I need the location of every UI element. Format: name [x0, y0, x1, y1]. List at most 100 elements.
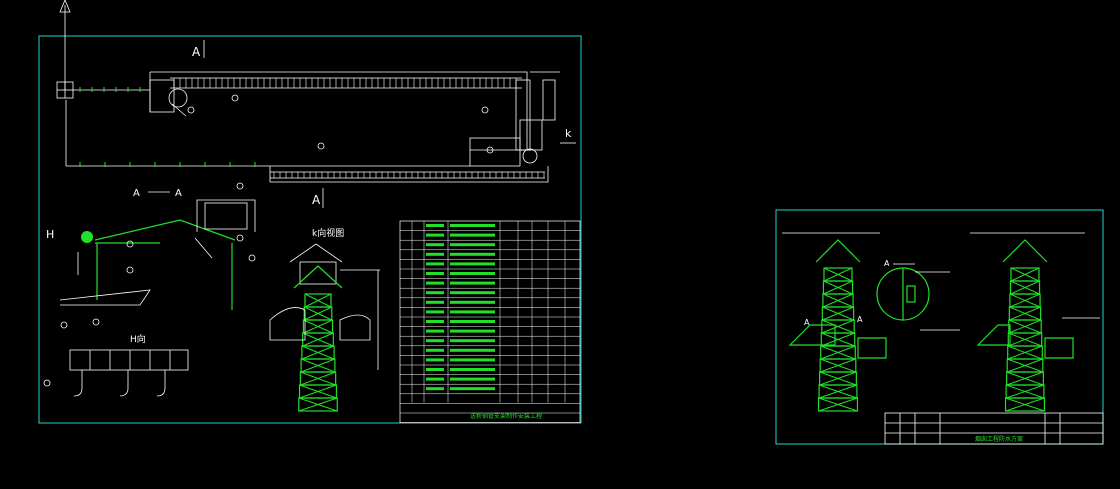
tower-brace [818, 397, 858, 412]
tower-brace [818, 384, 858, 399]
table-cell-text [450, 262, 495, 266]
table-cell-text [450, 291, 495, 295]
table-cell-text [426, 252, 444, 256]
right-sheet: A A A 烟囱工程防水方案 [775, 209, 1104, 445]
table-cell-text [450, 272, 495, 275]
detail-h-view: H向 [43, 318, 189, 397]
table-cell-text [426, 339, 444, 343]
tower-brace [304, 293, 332, 308]
table-cell-text [450, 387, 495, 391]
tower-brace [1008, 332, 1042, 347]
right-title-block: 烟囱工程防水方案 [884, 412, 1104, 445]
right-section-a-bar: A [804, 318, 810, 327]
right-section-a-bar-2: A [857, 315, 863, 324]
duct-right-2 [1044, 337, 1074, 359]
detail-k-title: k向视图 [312, 227, 344, 239]
plan-tick-marks [79, 78, 545, 178]
tower-brace [299, 384, 337, 399]
tower-segment [817, 397, 859, 412]
tower-segment [1004, 397, 1046, 412]
table-cell-text [426, 329, 444, 333]
table-cell-text [426, 377, 444, 381]
table-cell-text [450, 348, 495, 352]
right-title-main: 烟囱工程防水方案 [975, 435, 1023, 443]
k-view-tower: k向视图 [269, 227, 380, 412]
table-cell-text [426, 348, 444, 352]
tower-brace [1010, 280, 1040, 295]
section-k-label: k [565, 127, 572, 140]
table-cell-text [426, 368, 444, 371]
tower-brace [821, 332, 855, 347]
table-cell-text [426, 320, 444, 323]
table-cell-text [426, 233, 444, 237]
tower-brace [301, 345, 335, 360]
left-sheet: A A k A A H [38, 0, 582, 424]
table-cell-text [450, 310, 495, 314]
tower-hood [1002, 239, 1048, 263]
table-cell-text [450, 339, 495, 343]
tower-brace [819, 371, 857, 386]
table-cell-text [426, 281, 444, 285]
parts-table [399, 220, 581, 423]
table-cell-text [450, 320, 495, 323]
table-cell-text [450, 243, 495, 247]
plan-view [65, 71, 560, 183]
tower-brace [1005, 397, 1045, 412]
tower-brace [300, 358, 336, 373]
tower-brace [820, 345, 856, 360]
tower-brace [1006, 371, 1044, 386]
tower-brace [298, 397, 338, 412]
right-section-a: A [884, 259, 890, 268]
tower-brace [1005, 384, 1045, 399]
tower-brace [1009, 306, 1041, 321]
section-aa-title-left: A [133, 188, 140, 199]
tower-brace [822, 293, 854, 308]
tower-brace [1007, 358, 1043, 373]
detail-h-title: H向 [130, 333, 146, 345]
table-cell-text [450, 252, 495, 256]
tower-brace [302, 332, 334, 347]
section-aa-title-right: A [175, 188, 182, 199]
k-view-lattice [293, 265, 343, 412]
table-cell-text [426, 387, 444, 391]
tower-brace [822, 306, 854, 321]
table-cell-text [450, 329, 495, 333]
duct-left-2 [976, 324, 1011, 346]
table-cell-text [450, 224, 495, 227]
tower-hood [815, 239, 861, 263]
tower-brace [823, 267, 853, 282]
duct-left [788, 324, 836, 346]
tower-brace [304, 306, 332, 321]
tower-brace [1008, 319, 1042, 334]
table-cell-text [450, 233, 495, 237]
table-cell-text [426, 291, 444, 295]
table-cell-text [426, 243, 444, 247]
table-border [399, 220, 581, 423]
tower-brace [303, 319, 333, 334]
tower-brace [821, 319, 855, 334]
left-sheet-frame [38, 35, 582, 424]
table-cell-text [450, 377, 495, 381]
section-h-label: H [46, 228, 54, 241]
section-aa-view: A A H [46, 182, 256, 310]
tower-brace [300, 371, 336, 386]
table-cell-text [450, 358, 495, 362]
north-arrow-icon [59, 0, 71, 90]
table-cell-text [450, 281, 495, 285]
tower-brace [1007, 345, 1043, 360]
table-cell-text [426, 358, 444, 362]
tower-hood [293, 265, 343, 289]
section-a-label-bottom: A [312, 193, 321, 207]
tower-brace [1009, 293, 1041, 308]
table-cell-text [426, 300, 444, 304]
callout-circles [187, 94, 494, 154]
table-cell-text [426, 310, 444, 314]
table-cell-text [426, 262, 444, 266]
tower-brace [820, 358, 856, 373]
table-title: 送粉钢管支架制作安装工程 [470, 412, 542, 420]
tower-brace [1010, 267, 1040, 282]
section-a-label-top: A [192, 45, 201, 59]
table-cell-text [426, 272, 444, 275]
tower-brace [823, 280, 853, 295]
